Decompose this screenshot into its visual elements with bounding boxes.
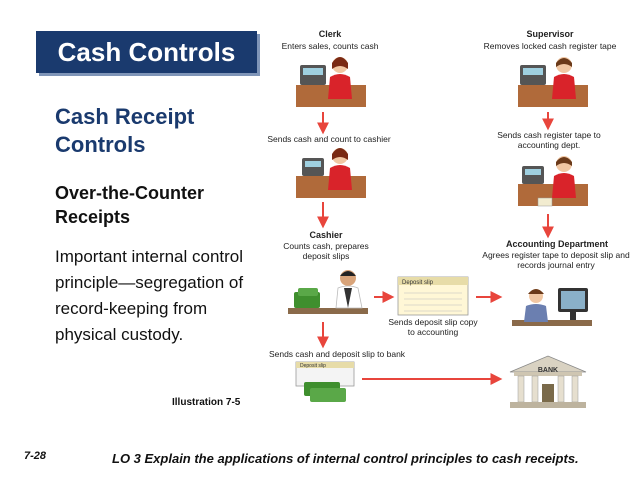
step-send-to-cashier: Sends cash and count to cashier [267,134,391,144]
accounting-illustration [512,288,592,326]
sub-heading: Over-the-Counter Receipts [55,183,205,227]
cashier-illustration [288,270,368,314]
deposit-slip-icon [397,276,469,316]
accounting-role: Accounting Department [505,239,608,249]
clerk-role: Clerk [318,29,342,39]
cash-slip-label: Deposit slip [300,363,326,369]
cashier-role: Cashier [309,230,343,240]
deposit-slip-label: Deposit slip [402,280,434,286]
accounting-desc: Agrees register tape to deposit slip and… [482,250,630,270]
cash-and-slip-illustration [295,361,355,402]
supervisor-role: Supervisor [526,29,574,39]
cashier-desc: Counts cash, prepares deposit slips [283,241,369,261]
supervisor-sending-illustration [518,156,588,207]
supervisor-desc: Removes locked cash register tape [483,41,617,51]
clerk-desc: Enters sales, counts cash [281,41,379,51]
page-number: 7-28 [24,450,47,462]
illustration-label: Illustration 7-5 [172,397,241,408]
supervisor-illustration [518,57,588,107]
body-text: Important internal control principle—seg… [55,247,244,344]
step-slip-to-accounting: Sends deposit slip copy to accounting [388,317,478,337]
learning-objective: LO 3 Explain the applications of interna… [112,451,579,466]
slide-title: Cash Controls [57,37,236,67]
flow-arrows [317,112,554,385]
step-send-to-bank: Sends cash and deposit slip to bank [268,349,406,359]
bank-label: BANK [538,367,558,374]
bank-icon [509,355,587,408]
clerk-illustration [296,57,366,107]
title-banner: Cash Controls [36,31,257,73]
step-send-to-accounting: Sends cash register tape to accounting d… [497,130,601,150]
clerk-sending-illustration [296,148,366,198]
section-heading: Cash Receipt Controls [55,104,195,157]
